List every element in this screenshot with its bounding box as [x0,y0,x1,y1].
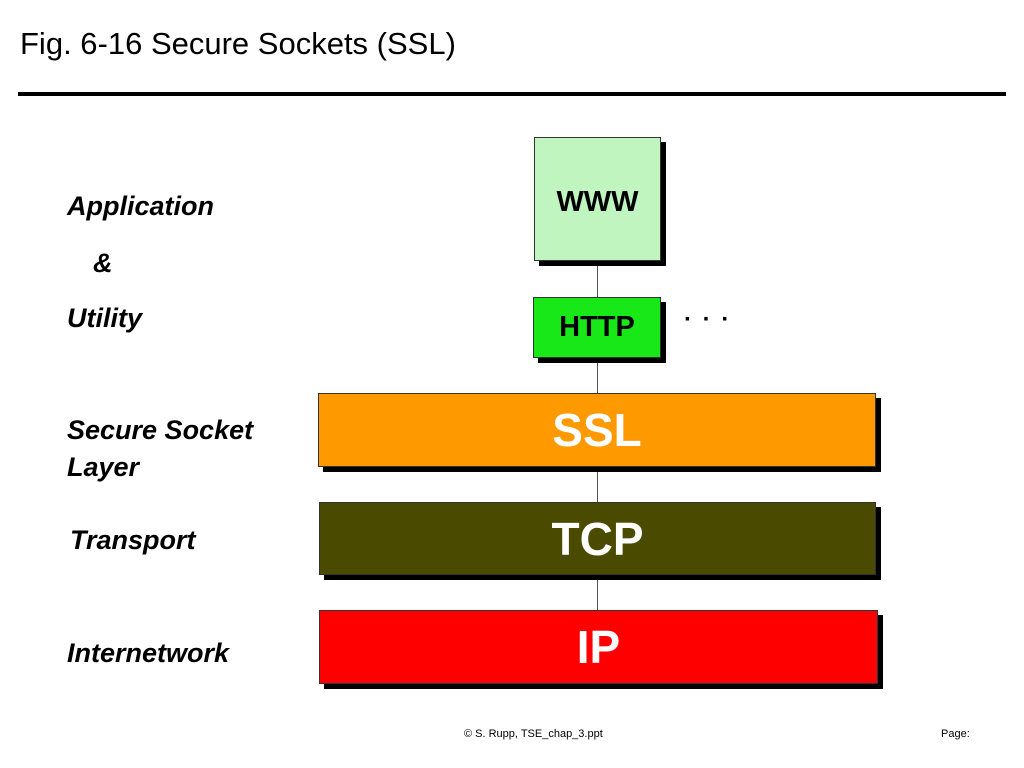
title-rule [18,92,1006,96]
label-application: Application [67,191,214,221]
footer-copyright: © S. Rupp, TSE_chap_3.ppt [464,728,603,740]
connector-http-ssl [597,358,598,394]
footer-page: Page: [941,728,970,740]
http-box: HTTP [533,297,661,358]
ip-label: IP [576,621,621,673]
connector-ssl-tcp [597,467,598,503]
connector-www-http [597,261,598,298]
tcp-box: TCP [319,502,876,575]
www-label: WWW [556,186,639,218]
label-internetwork: Internetwork [67,638,230,668]
label-secure-socket: Secure Socket [67,415,254,445]
label-ampersand: & [93,248,113,278]
label-transport: Transport [70,525,196,555]
ssl-label: SSL [552,404,642,456]
tcp-label: TCP [551,512,644,565]
http-label: HTTP [559,311,635,343]
ellipsis: · · · [684,306,732,333]
slide-title: Fig. 6-16 Secure Sockets (SSL) [20,26,456,61]
connector-tcp-ip [597,575,598,611]
label-layer: Layer [67,452,140,482]
www-box: WWW [534,137,661,261]
label-utility: Utility [67,303,143,333]
ip-box: IP [319,610,878,684]
ssl-box: SSL [318,393,876,467]
